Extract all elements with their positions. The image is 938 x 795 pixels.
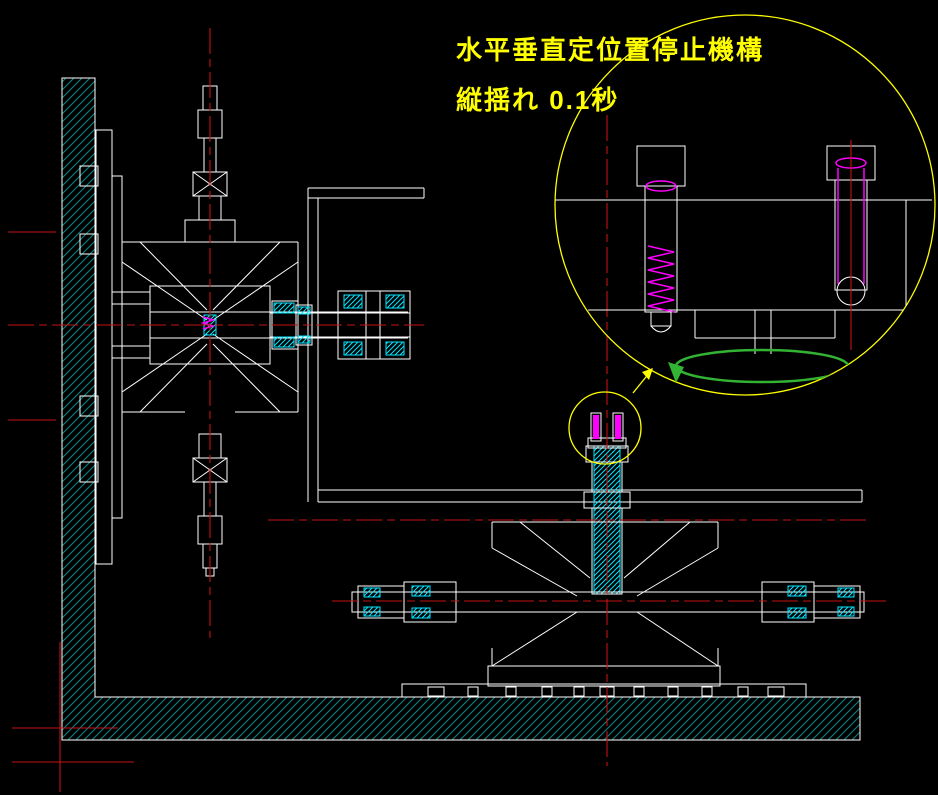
rotation-arrow [674, 348, 850, 384]
stop-pin [615, 415, 621, 439]
annotation-line-2: 縦揺れ 0.1秒 [456, 85, 620, 115]
horizontal-axis-mechanism [351, 412, 865, 698]
base-bolts [427, 686, 785, 697]
wall-bolt [79, 461, 99, 483]
vertical-axis-mechanism [79, 85, 411, 577]
support-beam [318, 489, 863, 503]
wall-base-section [61, 77, 861, 741]
detail-bolt-right [826, 140, 876, 350]
pedestal [487, 665, 721, 687]
wall-bolt [79, 233, 99, 255]
detail-bolt-left [636, 145, 686, 333]
leader-arrow [642, 368, 653, 380]
support-frame [307, 187, 863, 503]
wall-plate [95, 129, 113, 565]
wall-bolt [79, 165, 99, 187]
rotary-disc [351, 591, 865, 613]
detail-circle [554, 14, 936, 396]
stop-pin [593, 415, 599, 439]
hatched-l-bracket [61, 77, 861, 741]
detail-content [555, 140, 932, 384]
annotation-line-1: 水平垂直定位置停止機構 [456, 35, 765, 65]
centerlines [8, 28, 888, 792]
detent-spring [647, 245, 675, 313]
wall-bolt [79, 395, 99, 417]
rotation-arrow-head [668, 362, 684, 383]
detail-source-circle [568, 391, 642, 465]
base-plate [401, 683, 807, 698]
